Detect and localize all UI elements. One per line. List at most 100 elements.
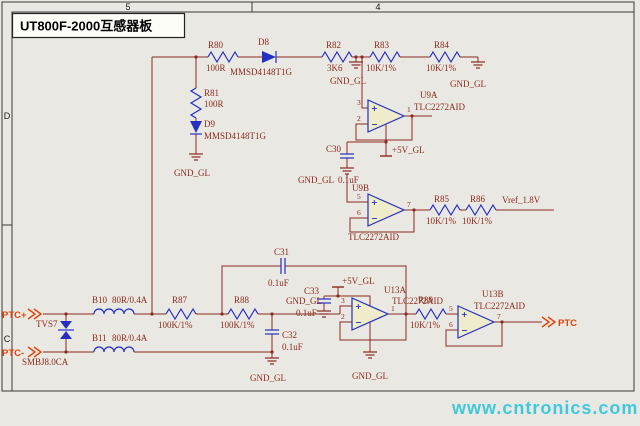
tvs7-ref-label: TVS7 bbox=[36, 319, 58, 329]
vref-net-label: Vref_1.8V bbox=[502, 195, 541, 205]
ground-symbol: GND_GL bbox=[286, 296, 331, 318]
resistor-symbol bbox=[321, 50, 353, 64]
r87-ref-label: R87 bbox=[172, 295, 188, 305]
inductor-symbol bbox=[93, 308, 135, 315]
ptc-plus-label: PTC+ bbox=[2, 310, 27, 321]
diode-symbol bbox=[190, 121, 202, 133]
diode-d9: D9 MMSD4148T1G bbox=[190, 119, 267, 141]
c33-value-label: 0.1uF bbox=[296, 308, 317, 318]
page-title: UT800F-2000互感器板 bbox=[20, 19, 153, 34]
u13a-ref-label: U13A bbox=[384, 285, 406, 295]
opamp-triangle bbox=[351, 297, 390, 331]
capacitor-c33: C33 0.1uF bbox=[296, 286, 331, 318]
resistor-r87: R87 100K/1% bbox=[158, 295, 197, 330]
u9a-ref-label: U9A bbox=[420, 90, 438, 100]
b10-value-label: 80R/0.4A bbox=[112, 295, 148, 305]
r87-value-label: 100K/1% bbox=[158, 320, 193, 330]
u13a-pin1: 1 bbox=[391, 304, 395, 313]
resistor-symbol bbox=[415, 307, 447, 321]
u13b-minus-sign: − bbox=[461, 326, 468, 335]
r89-ref-label: R89 bbox=[418, 295, 434, 305]
tvs7-value-label: SMBJ8.0CA bbox=[22, 357, 69, 367]
opamp-triangle bbox=[367, 193, 406, 227]
resistor-symbol bbox=[369, 50, 401, 64]
title-block: UT800F-2000互感器板 bbox=[11, 12, 186, 39]
watermark-text: www.cntronics.com bbox=[451, 398, 638, 418]
power-symbol: +5V_GL bbox=[332, 276, 375, 288]
u9b-pin7: 7 bbox=[407, 200, 411, 209]
power-symbol: +5V_GL bbox=[380, 145, 425, 157]
opamp-u9a: + − 3 2 1 U9A TLC2272AID bbox=[357, 90, 465, 133]
drawing-area bbox=[11, 11, 635, 392]
bead-b10: B10 80R/0.4A bbox=[92, 295, 148, 315]
wire-top-row bbox=[152, 56, 479, 62]
u9a-pin2: 2 bbox=[357, 114, 361, 123]
r85-ref-label: R85 bbox=[434, 194, 450, 204]
capacitor-c31: C31 0.1uF bbox=[268, 247, 289, 288]
wire-u9a-feedback bbox=[355, 115, 432, 141]
capacitor-c30: C30 0.1uF bbox=[326, 144, 359, 185]
port-arrow-icon bbox=[27, 308, 43, 320]
c30-value-label: 0.1uF bbox=[338, 175, 359, 185]
b11-value-label: 80R/0.4A bbox=[112, 333, 148, 343]
r86-value-label: 10K/1% bbox=[462, 216, 493, 226]
resistor-r89: R89 10K/1% bbox=[410, 295, 447, 330]
c32-ref-label: C32 bbox=[282, 330, 297, 340]
r86-ref-label: R86 bbox=[470, 194, 486, 204]
d9-ref-label: D9 bbox=[204, 119, 215, 129]
u9b-part-label: TLC2272AID bbox=[348, 232, 399, 242]
b11-ref-label: B11 bbox=[92, 333, 107, 343]
ground-symbol: GND_GL bbox=[450, 61, 486, 89]
diode-symbol bbox=[262, 51, 276, 63]
gnd-net-label: GND_GL bbox=[450, 79, 486, 89]
u13b-pin7: 7 bbox=[497, 312, 501, 321]
wires bbox=[43, 55, 554, 358]
resistor-r84: R84 10K/1% bbox=[426, 40, 461, 73]
resistor-r83: R83 10K/1% bbox=[366, 40, 401, 73]
d8-ref-label: D8 bbox=[258, 37, 269, 47]
ground-symbols: GND_GL GND_GL GND_GL GND_GL GND_GL GND_G… bbox=[174, 61, 486, 383]
wire-c31-feedback bbox=[221, 265, 407, 314]
gnd-net-label: GND_GL bbox=[298, 175, 334, 185]
u9b-ref-label: U9B bbox=[352, 183, 369, 193]
wire-u9a-power bbox=[346, 124, 387, 168]
r82-value-label: 3K6 bbox=[327, 63, 343, 73]
u9a-minus-sign: − bbox=[371, 120, 378, 129]
power-symbols: +5V_GL +5V_GL Vref_1.8V bbox=[332, 145, 541, 288]
grid-ref-D: D bbox=[4, 111, 11, 121]
wire-u9b-feedback bbox=[349, 209, 554, 233]
grid-ref-C: C bbox=[4, 334, 11, 344]
c31-value-label: 0.1uF bbox=[268, 278, 289, 288]
d8-value-label: MMSD4148T1G bbox=[230, 67, 293, 77]
resistor-symbol bbox=[227, 307, 259, 321]
u13b-pin5: 5 bbox=[449, 304, 453, 313]
resistor-symbol bbox=[465, 203, 497, 217]
port-arrow-icon bbox=[27, 346, 43, 358]
resistor-r85: R85 10K/1% bbox=[426, 194, 461, 226]
ptc-minus-label: PTC- bbox=[2, 348, 24, 359]
c30-ref-label: C30 bbox=[326, 144, 342, 154]
tvs-upper-triangle bbox=[60, 321, 72, 329]
wire-u13a-power bbox=[323, 287, 371, 352]
opamp-triangle bbox=[367, 99, 406, 133]
resistor-r80: R80 100R bbox=[206, 40, 239, 73]
gnd-net-label: GND_GL bbox=[286, 296, 322, 306]
resistor-r82: R82 3K6 bbox=[321, 40, 353, 73]
opamp-u9b: + − 5 6 7 U9B TLC2272AID bbox=[348, 183, 411, 242]
title-box bbox=[11, 12, 186, 39]
wire-u9b-pin5 bbox=[346, 174, 368, 203]
u9a-plus-sign: + bbox=[371, 104, 378, 113]
u13b-ref-label: U13B bbox=[482, 289, 504, 299]
u13a-pin3: 3 bbox=[341, 296, 345, 305]
u9a-pin3: 3 bbox=[357, 98, 361, 107]
diode-d8: D8 MMSD4148T1G bbox=[230, 37, 293, 77]
c33-ref-label: C33 bbox=[304, 286, 320, 296]
port-ptc-minus: PTC- bbox=[2, 346, 43, 359]
gnd-net-label: GND_GL bbox=[250, 373, 286, 383]
r89-value-label: 10K/1% bbox=[410, 320, 441, 330]
inductor-symbol bbox=[93, 346, 135, 353]
vcc-net-label: +5V_GL bbox=[392, 145, 425, 155]
gnd-net-label: GND_GL bbox=[330, 76, 366, 86]
